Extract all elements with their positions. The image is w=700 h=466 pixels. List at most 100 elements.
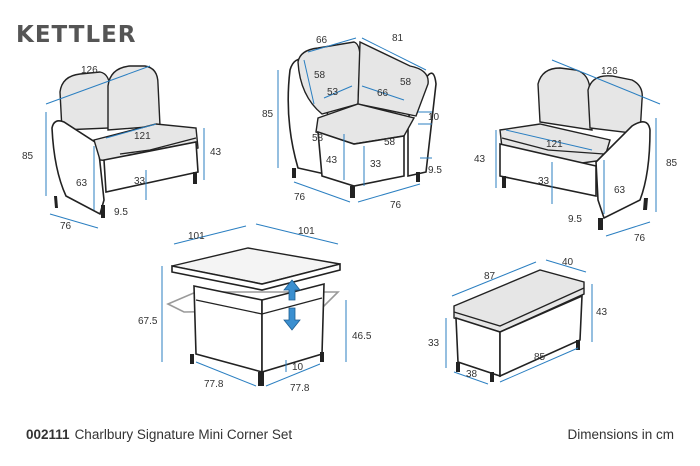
corner-leg-height: 33 — [370, 159, 382, 170]
table-min-height: 46.5 — [352, 331, 372, 342]
right-sofa-leg — [502, 176, 506, 188]
bench-leg — [576, 340, 580, 350]
right-sofa-arm — [595, 121, 651, 220]
table-leg — [320, 352, 324, 362]
right-sofa-width-line — [551, 59, 661, 105]
table-drawing — [161, 223, 347, 387]
corner-front-rail — [317, 130, 405, 187]
corner-leg — [416, 172, 420, 182]
table-height-adjust-arrows — [283, 279, 301, 331]
bench-base-length-line — [499, 347, 579, 383]
kettler-logo: KETTLER — [16, 22, 137, 48]
right-sofa-seat-width: 121 — [546, 139, 563, 150]
table-top-right-line — [255, 223, 339, 245]
right-sofa-seat-height: 43 — [474, 154, 486, 165]
left-sofa-back-cushion-2 — [107, 65, 161, 131]
corner-back-width-left: 66 — [316, 35, 328, 46]
corner-leg — [292, 168, 296, 178]
right-sofa-depth-line — [605, 221, 651, 237]
corner-depth-right: 76 — [390, 200, 402, 211]
left-sofa-seat-depth: 33 — [134, 176, 146, 187]
corner-depth-left-line — [293, 181, 351, 203]
left-sofa-leg-gap: 9.5 — [114, 207, 128, 218]
left-sofa-leg — [193, 172, 197, 184]
bench-base-depth: 38 — [466, 369, 478, 380]
corner-back-height-right: 58 — [400, 77, 412, 88]
left-sofa-seat-line — [105, 123, 157, 139]
table-top — [171, 247, 341, 285]
left-sofa-arm — [51, 120, 105, 216]
left-sofa-seat-split — [119, 137, 197, 155]
table-leg — [258, 372, 264, 386]
corner-cushion-thickness: 10 — [428, 112, 440, 123]
left-sofa-back-cushion-1 — [59, 71, 111, 131]
left-sofa-front-rail — [103, 141, 199, 193]
table-max-height: 67.5 — [138, 316, 158, 327]
product-caption: 002111 Charlbury Signature Mini Corner Se… — [26, 427, 292, 442]
left-sofa-depth: 76 — [60, 221, 72, 232]
table-base-left — [193, 285, 263, 374]
corner-inner-right-line — [361, 85, 405, 101]
left-sofa-leg — [54, 196, 58, 208]
bench-drawing — [445, 259, 593, 385]
corner-chair-drawing — [277, 37, 437, 203]
corner-back-left-height-line — [303, 59, 315, 105]
bench-depth: 40 — [562, 257, 574, 268]
right-sofa-seat-line — [505, 129, 593, 151]
right-sofa-leg — [598, 218, 603, 230]
bench-cushion-seam — [453, 287, 585, 327]
left-sofa-height: 85 — [22, 151, 34, 162]
table-top-left-line — [173, 225, 247, 245]
table-base-left-line — [195, 361, 257, 387]
corner-seat-height: 43 — [326, 155, 338, 166]
right-sofa-depth: 76 — [634, 233, 646, 244]
right-sofa-seat-depth: 33 — [538, 176, 550, 187]
left-sofa-width-line — [45, 65, 151, 105]
right-sofa-back-cushion-1 — [537, 67, 593, 131]
bench-base-length: 85 — [534, 352, 546, 363]
right-sofa-width: 126 — [601, 66, 618, 77]
bench-base-depth-line — [453, 371, 489, 385]
left-sofa-leg — [101, 205, 105, 218]
corner-back-width-right: 81 — [392, 33, 404, 44]
arrow-down-icon — [283, 307, 301, 331]
bench-length-line — [451, 261, 537, 297]
table-top-width-right: 101 — [298, 226, 315, 237]
corner-back-right-line — [361, 37, 427, 71]
right-sofa-leg — [643, 198, 648, 210]
corner-depth-right-line — [357, 183, 421, 203]
right-sofa-leg-gap: 9.5 — [568, 214, 582, 225]
corner-seat-right: 58 — [384, 137, 396, 148]
corner-inner-right: 66 — [377, 88, 389, 99]
right-sofa-seat-split — [501, 137, 605, 155]
bench-leg — [490, 372, 494, 382]
bench-leg — [456, 362, 460, 372]
table-base-left: 77.8 — [204, 379, 224, 390]
left-sofa-seat-height: 43 — [210, 147, 222, 158]
right-sofa-arm-height: 63 — [614, 185, 626, 196]
bench-cushion — [453, 269, 585, 333]
bench-seat-height: 33 — [428, 338, 440, 349]
table-base-right-line — [265, 363, 321, 387]
table-top-width-left: 101 — [188, 231, 205, 242]
bench-length: 87 — [484, 271, 496, 282]
left-sofa-arm-height: 63 — [76, 178, 88, 189]
right-sofa-front-rail — [499, 142, 597, 197]
corner-back-cushion-left — [297, 41, 361, 115]
table-base-gap: 10 — [292, 362, 304, 373]
product-name: Charlbury Signature Mini Corner Set — [74, 427, 293, 442]
corner-leg — [350, 186, 355, 198]
arrow-up-icon — [283, 279, 301, 301]
bench-height: 43 — [596, 307, 608, 318]
left-sofa-drawing — [45, 65, 205, 229]
corner-leg-gap: 9.5 — [428, 165, 442, 176]
right-sofa-height: 85 — [666, 158, 678, 169]
corner-inner-left: 53 — [327, 87, 339, 98]
left-sofa-depth-line — [49, 213, 99, 229]
corner-back-cushion-right — [357, 40, 429, 117]
product-code: 002111 — [26, 427, 70, 442]
corner-depth-left: 76 — [294, 192, 306, 203]
bench-depth-line — [545, 259, 587, 273]
corner-inner-left-line — [323, 85, 353, 99]
